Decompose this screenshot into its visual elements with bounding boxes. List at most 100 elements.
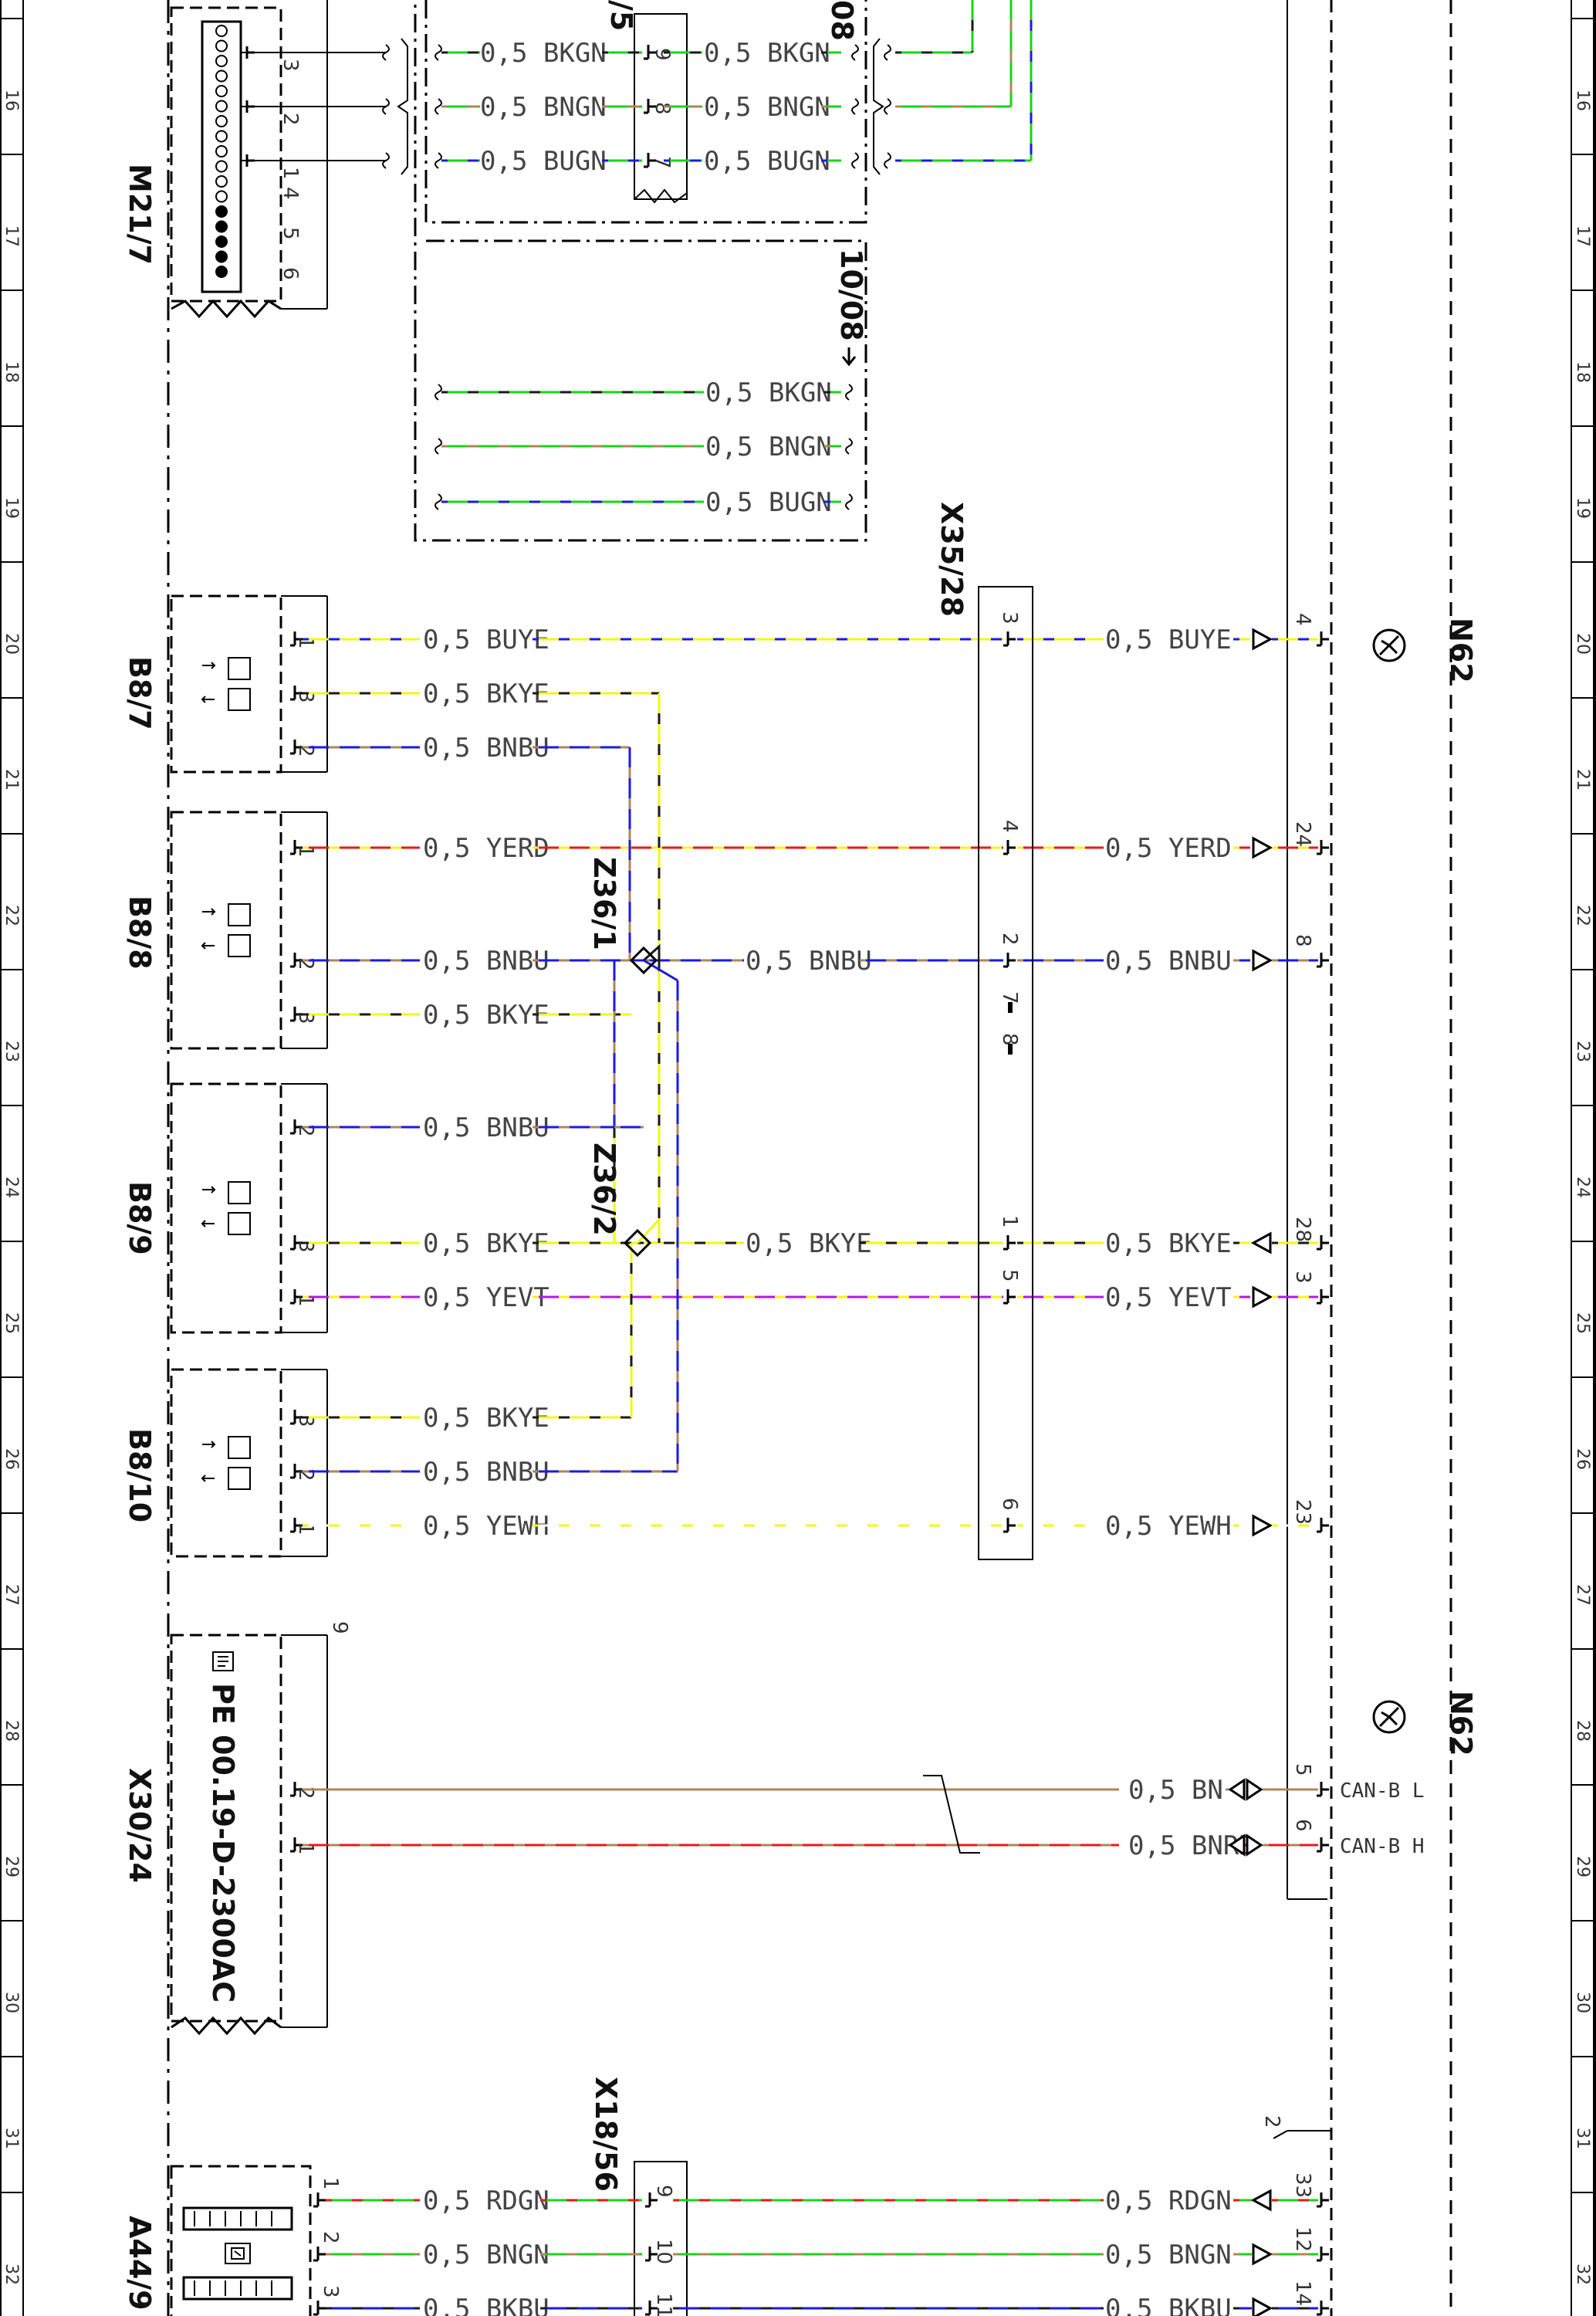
x35-pin [1003, 1289, 1016, 1305]
sensor-pin-number: 3 [294, 1414, 317, 1427]
signal-arrow-in [1250, 2189, 1272, 2212]
a44-wire-left-label: 0,5 RDGN [423, 2186, 549, 2216]
x30-pin-number: 2 [294, 1786, 317, 1800]
n62-can-pin [1317, 1837, 1329, 1853]
top-wire-right-label: 0,5 BKGN [704, 38, 830, 69]
bidirectional-arrow [1228, 1778, 1263, 1801]
sensor-pin-number: 1 [294, 1294, 317, 1307]
x35-pin-number: 1 [998, 1215, 1021, 1228]
x18-pin-number: 11 [652, 2293, 675, 2316]
sensor-pin-number: 3 [294, 1240, 317, 1253]
box-top-label-2: 08 [825, 0, 859, 41]
m21-pin-dot [215, 25, 228, 37]
top-wire-left-label: 0,5 BUGN [480, 146, 607, 177]
m21-pin-dot [215, 115, 228, 127]
sensor-wire-left-label: 0,5 BNBU [423, 1457, 549, 1488]
x35-wire-right-label: 0,5 YEVT [1105, 1282, 1232, 1313]
a44-wire-left-label: 0,5 BKBU [423, 2294, 549, 2316]
splice-branch [643, 959, 678, 982]
a44-wire-right-label: 0,5 BKBU [1105, 2294, 1232, 2316]
m21-7-component: M21/7 [123, 0, 328, 319]
m21-pin-dot [215, 175, 228, 188]
sensor-label: B8/8 [123, 896, 157, 970]
ruler-number-left: 28 [2, 1720, 21, 1742]
hall-sensor-icon [201, 1436, 251, 1490]
m21-pin-dot [215, 266, 228, 278]
sensor-wire-left-label: 0,5 BKYE [423, 1228, 549, 1259]
x18-pin [645, 2192, 658, 2208]
x35-pin-number: 6 [998, 1498, 1021, 1511]
m21-pin-dot [215, 145, 228, 157]
x18-56-connector: X18/56 [589, 2077, 688, 2316]
sensor-wire-left-label: 0,5 YERD [423, 833, 549, 864]
sensor-pin-number: 1 [294, 636, 317, 649]
sensor-wire-left-label: 0,5 YEVT [423, 1282, 549, 1313]
sensor-wire-left-label: 0,5 BUYE [423, 625, 549, 655]
ruler-number-right: 19 [1573, 497, 1592, 519]
ruler-number-right: 20 [1573, 633, 1592, 655]
sensor-box-b8-7: B8/7 [123, 594, 328, 774]
a44-pin-number: 2 [319, 2231, 342, 2244]
n62-pin-number: 23 [1291, 1499, 1314, 1525]
box2-wire-label: 0,5 BUGN [705, 487, 832, 518]
n62-pin-number: 24 [1291, 821, 1314, 847]
m21-pin-number: 2 [279, 113, 302, 126]
sensor-pin-number: 3 [294, 690, 317, 703]
bidirectional-arrow [1228, 1834, 1263, 1857]
n62-pin [1317, 2301, 1329, 2316]
sensor-box-b8-8: B8/8 [123, 811, 328, 1050]
z36-2-label: Z36/2 [587, 1143, 621, 1236]
ruler-number-right: 26 [1573, 1448, 1592, 1470]
top-wire-right-label: 0,5 BNGN [704, 92, 830, 123]
n62-can-pin-number: 6 [1291, 1819, 1314, 1832]
m21-pin-dot [215, 190, 228, 203]
ruler-number-right: 31 [1573, 2128, 1592, 2149]
ruler-number-left: 20 [2, 633, 21, 655]
splice-wire-label: 0,5 BKYE [746, 1228, 872, 1259]
n62-pin-number: 14 [1291, 2280, 1314, 2306]
m21-pin-number: 1 [279, 167, 302, 180]
z36-1-splice: Z36/1 [587, 857, 658, 975]
signal-arrow-out [1252, 836, 1273, 859]
sensor-pin [290, 1518, 303, 1533]
sensor-pin-number: 2 [294, 744, 317, 757]
x35-wire-right-label: 0,5 YERD [1105, 833, 1232, 864]
n62-pin-number: 28 [1291, 1217, 1314, 1242]
m21-extra-pin: 5 [279, 227, 302, 240]
n62-pin [1317, 1518, 1329, 1533]
sensor-pin [290, 686, 303, 701]
a44-pin [313, 2301, 326, 2316]
sensor-label: B8/10 [123, 1428, 157, 1522]
n62-pin-number: 33 [1291, 2172, 1314, 2198]
sensor-pin-number: 2 [294, 1124, 317, 1137]
x35-28-connector: X35/28 [935, 502, 1033, 1560]
x35-extra-pin: 8 [998, 1033, 1021, 1046]
x35-pin [1003, 840, 1016, 855]
x35-wire-right-label: 0,5 BNBU [1105, 946, 1232, 977]
signal-arrow-out [1252, 628, 1273, 651]
x30-24-component: 9 PE 00.19-D-2300AC X30/24 [123, 1621, 351, 2036]
sensor-label: B8/9 [123, 1181, 157, 1255]
sensor-pin [290, 1119, 303, 1135]
ruler-number-left: 27 [2, 1584, 21, 1606]
x35-pin [1003, 631, 1016, 647]
ruler-number-left: 32 [2, 2264, 21, 2285]
m21-extra-pin: 6 [279, 267, 302, 280]
ruler-number-right: 18 [1573, 361, 1592, 383]
top-box-pin-number: 9 [651, 48, 674, 61]
ruler-number-left: 26 [2, 1448, 21, 1470]
m21-extra-pin: 4 [279, 187, 302, 200]
top-box-pin [644, 153, 656, 168]
ruler-number-left: 16 [2, 90, 21, 111]
sensor-pin [290, 1007, 303, 1022]
sensor-wire-left-label: 0,5 BNBU [423, 1112, 549, 1143]
can-l-label: CAN-B L [1340, 1779, 1425, 1803]
ruler-number-left: 19 [2, 497, 21, 519]
sensor-pin [290, 1410, 303, 1425]
sensor-pin [290, 953, 303, 968]
n62-block-a: N62 [1372, 618, 1478, 683]
m21-pin-dot [215, 235, 228, 248]
n62-label-a: N62 [1444, 618, 1478, 683]
x30-pin-number: 1 [294, 1842, 317, 1855]
